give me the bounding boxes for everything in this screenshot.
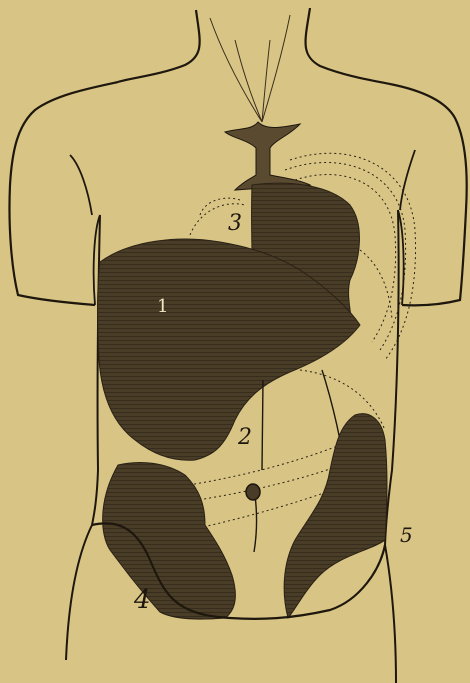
lower-right-shading (284, 414, 387, 618)
sternum (225, 122, 310, 190)
navel (246, 484, 260, 500)
neck-outline (118, 8, 390, 84)
label-3: 3 (228, 213, 242, 235)
label-2: 2 (238, 427, 252, 449)
label-4: 4 (134, 587, 151, 613)
label-1: 1 (157, 298, 168, 316)
neck-muscles (210, 15, 290, 122)
label-5: 5 (400, 525, 413, 545)
